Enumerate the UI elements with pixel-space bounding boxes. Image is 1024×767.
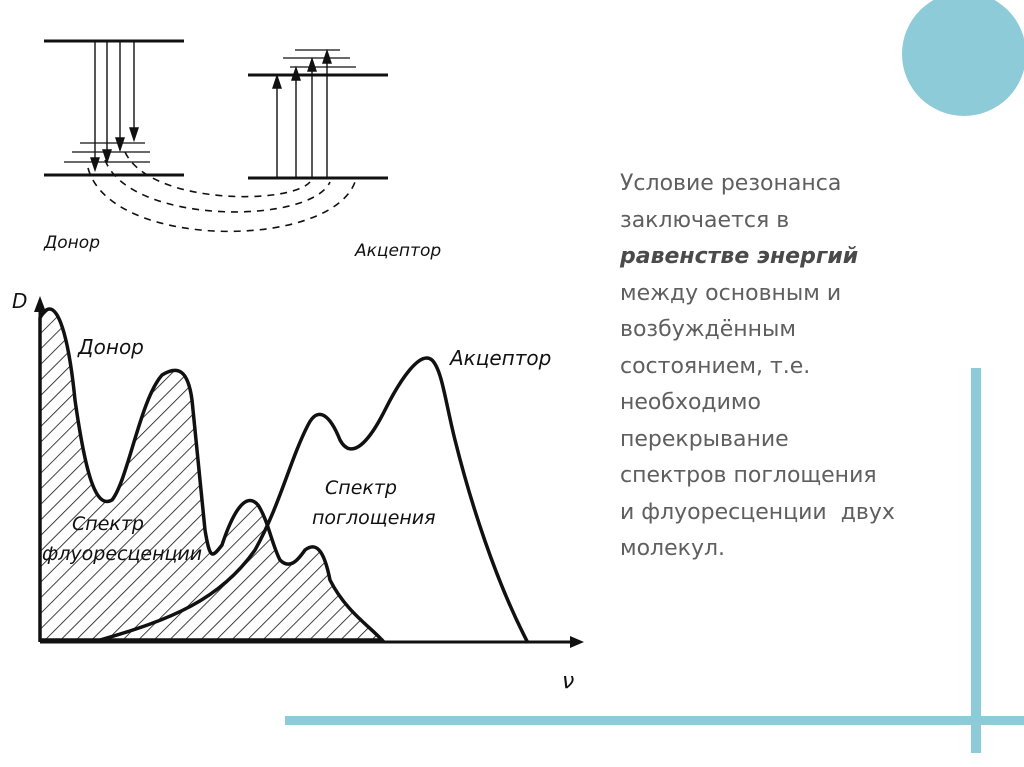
acceptor-level-label: Акцептор xyxy=(354,241,441,261)
donor-emission-arrows xyxy=(91,41,138,170)
text-line: спектров поглощения xyxy=(620,458,970,495)
text-line: и флуоресценции двух xyxy=(620,495,970,532)
acceptor-absorption-arrows xyxy=(273,51,331,178)
y-axis-arrow xyxy=(34,296,46,312)
acceptor-spectrum-label: Акцептор xyxy=(448,346,551,370)
fluorescence-label-line1: Спектр xyxy=(72,513,144,535)
resonance-coupling-arcs xyxy=(88,152,355,231)
fluorescence-label-line2: флуоресценции xyxy=(42,543,202,565)
text-emphasis: равенстве энергий xyxy=(620,239,970,276)
text-line: Условие резонанса xyxy=(620,166,970,203)
y-axis-label: D xyxy=(12,289,27,313)
donor-level-label: Донор xyxy=(43,233,100,253)
decorative-vertical-bar xyxy=(971,368,981,753)
text-line: необходимо xyxy=(620,385,970,422)
spectrum-plot: D ν Донор Акцептор Спектр флуоресценции … xyxy=(12,289,584,694)
text-line: молекул. xyxy=(620,531,970,568)
absorption-label-line2: поглощения xyxy=(312,507,436,529)
text-line: между основным и xyxy=(620,276,970,313)
x-axis-arrow xyxy=(570,636,584,648)
text-line: возбуждённым xyxy=(620,312,970,349)
text-line: состоянием, т.е. xyxy=(620,349,970,386)
text-line: перекрывание xyxy=(620,422,970,459)
resonance-figure: Донор Акцептор D ν Донор Акцептор Спектр… xyxy=(0,0,620,700)
explanation-text: Условие резонанса заключается в равенств… xyxy=(620,166,970,568)
decorative-circle xyxy=(902,0,1024,116)
x-axis-label: ν xyxy=(562,669,574,694)
acceptor-vibrational-sublevels xyxy=(283,50,356,67)
absorption-label-line1: Спектр xyxy=(325,477,397,499)
energy-level-diagram: Донор Акцептор xyxy=(43,41,441,261)
donor-spectrum-label: Донор xyxy=(77,335,144,359)
decorative-horizontal-bar xyxy=(285,716,1024,725)
text-line: заключается в xyxy=(620,203,970,240)
